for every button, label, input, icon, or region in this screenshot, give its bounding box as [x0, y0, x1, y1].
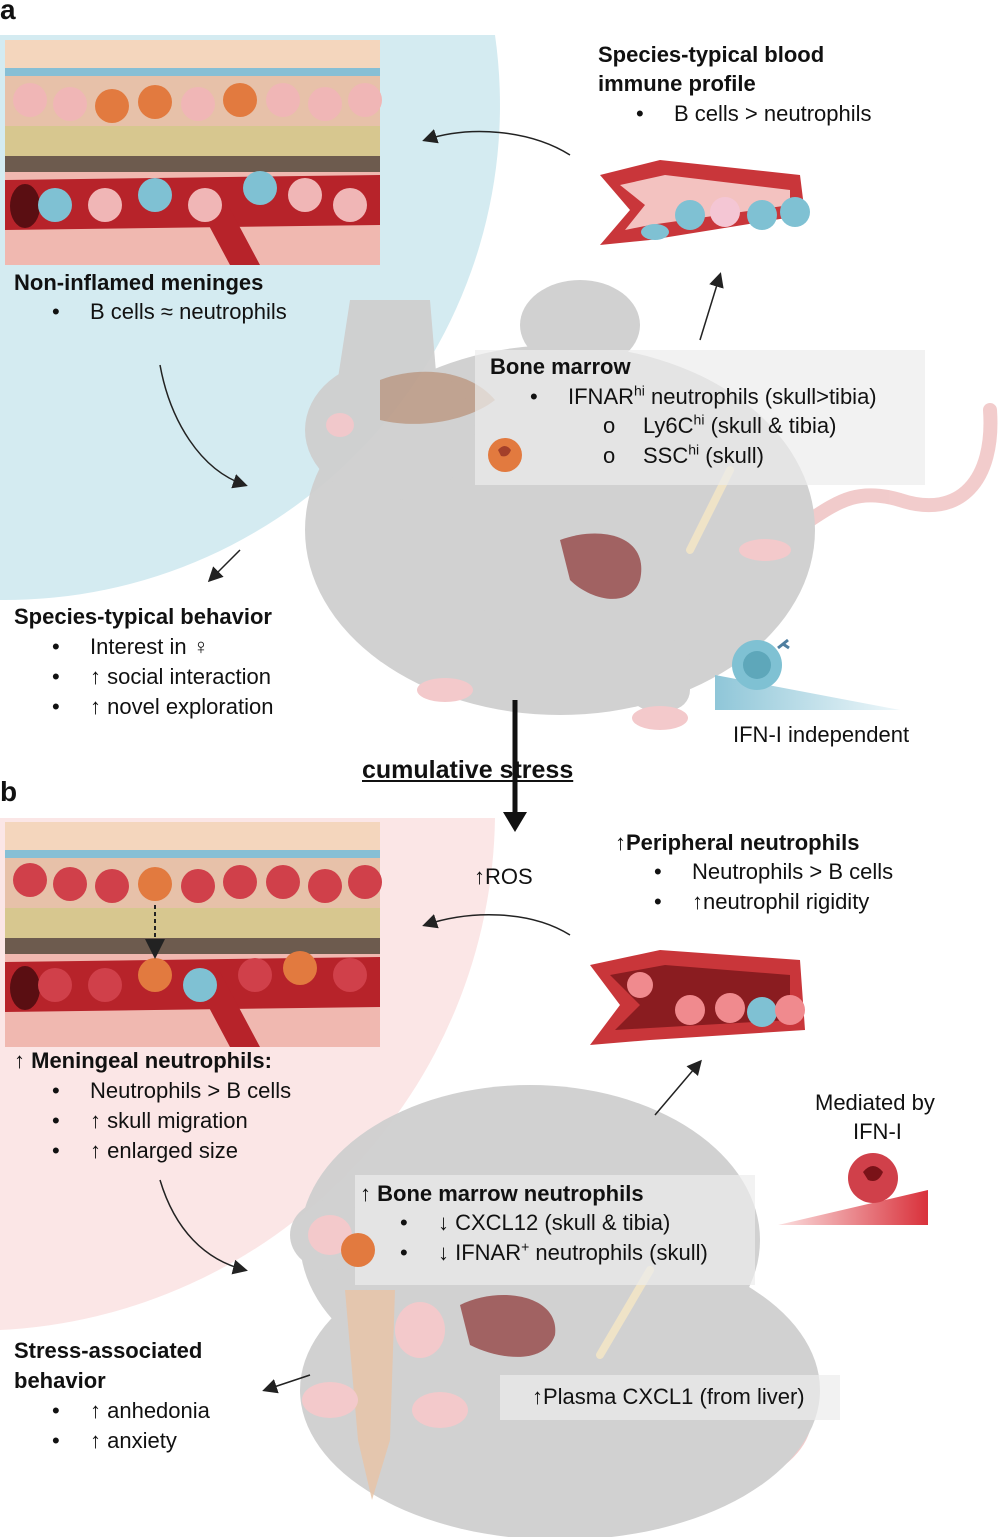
mediated-line2: IFN-I	[853, 1119, 902, 1144]
list-item: •↑neutrophil rigidity	[654, 889, 870, 914]
list-item: •↑ anhedonia	[52, 1398, 210, 1423]
ifn-ramp-b	[778, 1190, 928, 1225]
meninges-title-a: Non-inflamed meninges	[14, 270, 264, 295]
blood-vessel-a	[600, 160, 810, 245]
peripheral-list-b: •Neutrophils > B cells •↑neutrophil rigi…	[654, 857, 893, 917]
meningeal-list-b: •Neutrophils > B cells •↑ skull migratio…	[52, 1076, 291, 1166]
meningeal-title-b: ↑ Meningeal neutrophils:	[14, 1048, 272, 1073]
meninges-illustration-b	[5, 822, 380, 1047]
panel-letter-a: a	[0, 0, 16, 25]
ros-label: ↑ROS	[474, 864, 533, 889]
list-item: •↑ anxiety	[52, 1428, 177, 1453]
peripheral-title-b: ↑Peripheral neutrophils	[615, 830, 860, 855]
blood-title-a-line2: immune profile	[598, 71, 756, 96]
bone-marrow-list-b: •↓ CXCL12 (skull & tibia) •↓ IFNAR+ neut…	[400, 1208, 708, 1268]
meninges-illustration-a	[5, 40, 380, 265]
behavior-title-a: Species-typical behavior	[14, 604, 272, 629]
plasma-cxcl1-label: ↑Plasma CXCL1 (from liver)	[532, 1384, 805, 1409]
ifn-independent-label: IFN-I independent	[733, 722, 910, 747]
list-item: •↑ novel exploration	[52, 694, 274, 719]
list-item: •B cells > neutrophils	[636, 101, 872, 126]
bone-marrow-box-b	[355, 1175, 755, 1285]
mediated-line1: Mediated by	[815, 1090, 935, 1115]
list-item: •↓ IFNAR+ neutrophils (skull)	[400, 1238, 708, 1265]
meninges-cells-a	[13, 83, 382, 222]
meninges-cells-b	[13, 863, 382, 1002]
bone-marrow-title-b: ↑ Bone marrow neutrophils	[360, 1181, 644, 1206]
blood-vessel-b	[590, 950, 805, 1045]
behavior-title-b-line1: Stress-associated	[14, 1338, 203, 1363]
panel-letter-b: b	[0, 776, 18, 807]
list-item: •↑ skull migration	[52, 1108, 248, 1133]
list-item: •Interest in ♀	[52, 634, 210, 659]
cumulative-stress-label: cumulative stress	[362, 756, 574, 784]
blood-title-a-line1: Species-typical blood	[598, 42, 825, 67]
mouse-a	[305, 280, 998, 730]
list-item: •↑ enlarged size	[52, 1138, 238, 1163]
list-item: •Neutrophils > B cells	[654, 859, 894, 884]
meninges-list-a: •B cells ≈ neutrophils	[52, 297, 287, 327]
mouse-b	[290, 1085, 820, 1537]
behavior-title-b-line2: behavior	[14, 1368, 106, 1393]
neutrophil-icon-b	[341, 1233, 375, 1267]
bone-marrow-box-a	[475, 350, 925, 485]
bone-marrow-title-a: Bone marrow	[490, 354, 631, 379]
behavior-list-b: •↑ anhedonia •↑ anxiety	[52, 1396, 210, 1456]
list-item: •↓ CXCL12 (skull & tibia)	[400, 1210, 671, 1235]
list-item: •↑ social interaction	[52, 664, 271, 689]
behavior-list-a: •Interest in ♀ •↑ social interaction •↑ …	[52, 632, 273, 722]
list-item: •Neutrophils > B cells	[52, 1078, 292, 1103]
plasma-box	[500, 1375, 840, 1420]
blood-list-a: •B cells > neutrophils	[636, 99, 872, 129]
bone-marrow-item-a: •IFNARhi neutrophils (skull>tibia)	[530, 382, 877, 409]
list-item: •B cells ≈ neutrophils	[52, 299, 287, 324]
